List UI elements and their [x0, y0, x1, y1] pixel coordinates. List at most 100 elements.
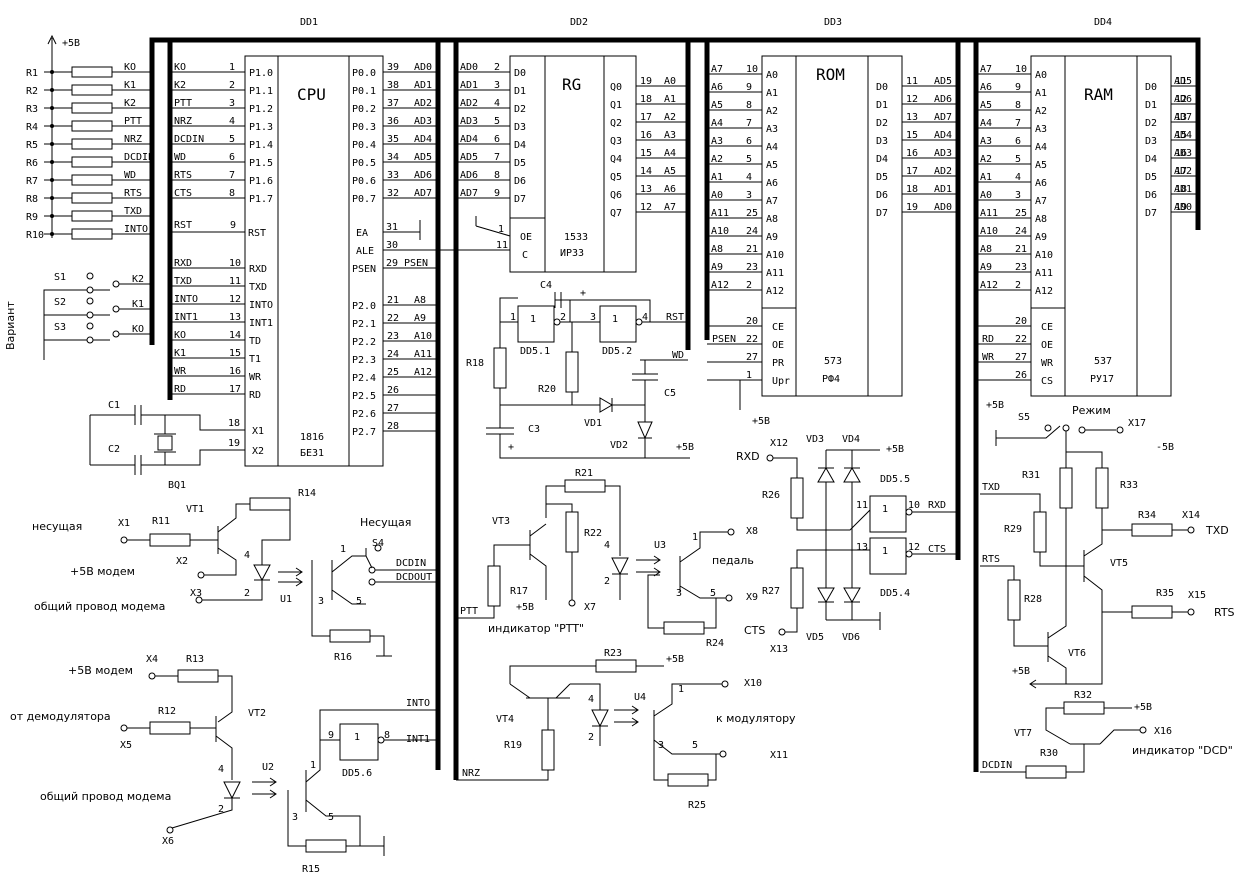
dd4-right-pin-num-0: 11	[1175, 76, 1187, 87]
dd3-left-pin-net-7: A0	[711, 190, 723, 201]
dd3-right-pin-net-3: AD4	[934, 130, 952, 141]
mode-label: Режим	[1072, 404, 1111, 417]
dd1-right-pin-net-7: AD7	[414, 188, 432, 199]
dd1-left2-pin-net-4: KO	[174, 330, 186, 341]
dd55-label: DD5.5	[880, 474, 910, 485]
dd4-left-pin-name-11: A11	[1035, 268, 1053, 279]
dd1-psen-num: 29	[386, 258, 398, 269]
dd2-right-pin-net-1: A1	[664, 94, 676, 105]
dd3-right-pin-name-2: D2	[876, 118, 888, 129]
dd1-right-pin-net-1: AD1	[414, 80, 432, 91]
dd4-left-pin-net-9: A10	[980, 226, 998, 237]
dd2-right-pin-name-3: Q3	[610, 136, 622, 147]
demod-int0: INTO	[406, 698, 430, 709]
dd4-right-pin-net-0: AD5	[1174, 76, 1192, 87]
bank-ref-3: R4	[26, 122, 38, 133]
dd4-name: RAM	[1084, 85, 1113, 104]
dd1-x2-num: 19	[228, 438, 240, 449]
r21-label: R21	[575, 468, 593, 479]
chip-dd3: ROM 573 РФ4 A010A7A19A6A28A5A37A4A46A3A5…	[707, 55, 958, 427]
r20-label: R20	[538, 384, 556, 395]
sw-ref-1: S2	[54, 297, 66, 308]
ptt-ped: педаль	[712, 554, 754, 567]
dd4-left-pin-num-6: 4	[1015, 172, 1021, 183]
dd1-rst-num: 9	[230, 220, 236, 231]
dd4-left-pin-name-3: A3	[1035, 124, 1047, 135]
dd3-ref: DD3	[824, 17, 842, 28]
dd2-right-pin-name-7: Q7	[610, 208, 622, 219]
dd2-left-pin-net-7: AD7	[460, 188, 478, 199]
dd2-right-pin-net-4: A4	[664, 148, 676, 159]
bank-ref-4: R5	[26, 140, 38, 151]
rs232-x15: X15	[1188, 590, 1206, 601]
dd1-left2-pin-name-6: WR	[249, 372, 262, 383]
dd3-left-pin-num-8: 25	[746, 208, 758, 219]
rs232-circuit: S5 Режим X17 -5В R31 R33 R34 X14 TXD TXD…	[980, 404, 1235, 779]
vt5-label: VT5	[1110, 558, 1128, 569]
dd1-right2-pin-name-3: P2.3	[352, 355, 376, 366]
dd3-name: ROM	[816, 65, 845, 84]
bank-ref-6: R7	[26, 176, 38, 187]
dd4-right-pin-name-7: D7	[1145, 208, 1157, 219]
dd1-left2-pin-num-0: 10	[229, 258, 241, 269]
demod-p1: 1	[310, 760, 316, 771]
dd1-left2-pin-net-1: TXD	[174, 276, 192, 287]
dd2-right-pin-name-0: Q0	[610, 82, 622, 93]
rxcts-x13: X13	[770, 644, 788, 655]
dd56-pin1: 1	[354, 732, 360, 743]
dd4-ctrl-num-1: 22	[1015, 334, 1027, 345]
dd1-right-pin-num-1: 38	[387, 80, 399, 91]
dd4-left-pin-num-8: 25	[1015, 208, 1027, 219]
dd4-right-pin-num-3: 15	[1175, 130, 1187, 141]
dd2-right-pin-num-0: 19	[640, 76, 652, 87]
c3-plus: +	[508, 442, 514, 453]
dd1-right-pin-net-3: AD3	[414, 116, 432, 127]
r30-label: R30	[1040, 748, 1058, 759]
dd1-left2-pin-num-3: 13	[229, 312, 241, 323]
dd2-right-pin-num-3: 16	[640, 130, 652, 141]
dd3-left-pin-num-4: 6	[746, 136, 752, 147]
dd4-vcc: +5В	[986, 400, 1004, 411]
nrz-x11: X11	[770, 750, 788, 761]
demod-p2: 2	[218, 804, 224, 815]
dd2-left-pin-net-4: AD4	[460, 134, 478, 145]
dd3-left-pin-num-11: 23	[746, 262, 758, 273]
dd2-left-pin-name-2: D2	[514, 104, 526, 115]
r24-label: R24	[706, 638, 724, 649]
dd2-left-pin-net-1: AD1	[460, 80, 478, 91]
dd1-left2-pin-name-3: INT1	[249, 318, 273, 329]
demod-p9: 9	[328, 730, 334, 741]
demod-circuit: +5В модем от демодулятора общий провод м…	[10, 654, 438, 875]
dd1-ale-num: 30	[386, 240, 398, 251]
bank-ref-9: R10	[26, 230, 44, 241]
dd3-left-pin-name-9: A9	[766, 232, 778, 243]
dd4-ctrl-name-2: WR	[1041, 358, 1054, 369]
dd1-right-pin-num-2: 37	[387, 98, 399, 109]
c3-label: C3	[528, 424, 540, 435]
dd4-left-pin-num-3: 7	[1015, 118, 1021, 129]
dd3-ctrl-num-1: 22	[746, 334, 758, 345]
sw-ref-2: S3	[54, 322, 66, 333]
sw-net-1: K1	[132, 299, 144, 310]
vt1-label: VT1	[186, 504, 204, 515]
ptt-p5: 5	[710, 588, 716, 599]
dd1-left2-pin-net-6: WR	[174, 366, 187, 377]
dd1-right2-pin-name-6: P2.6	[352, 409, 376, 420]
dd3-left-pin-name-6: A6	[766, 178, 778, 189]
dd4-right-pin-name-1: D1	[1145, 100, 1157, 111]
s5-label: S5	[1018, 412, 1030, 423]
dd4-right-pin-num-5: 17	[1175, 166, 1187, 177]
rxcts-p13: 13	[856, 542, 868, 553]
dd1-left-pin-num-1: 2	[229, 80, 235, 91]
dd4-left-pin-name-4: A4	[1035, 142, 1047, 153]
rst-net: RST	[666, 312, 684, 323]
dd56-label: DD5.6	[342, 768, 372, 779]
dd2-left-pin-name-0: D0	[514, 68, 526, 79]
vt6-label: VT6	[1068, 648, 1086, 659]
dd3-ctrl-net-1: PSEN	[712, 334, 736, 345]
dd2-right-pin-name-4: Q4	[610, 154, 622, 165]
u2-label: U2	[262, 762, 274, 773]
dd3-ctrl-num-0: 20	[746, 316, 758, 327]
dd1-left-pin-num-3: 4	[229, 116, 235, 127]
bank-net-0: KO	[124, 62, 136, 73]
